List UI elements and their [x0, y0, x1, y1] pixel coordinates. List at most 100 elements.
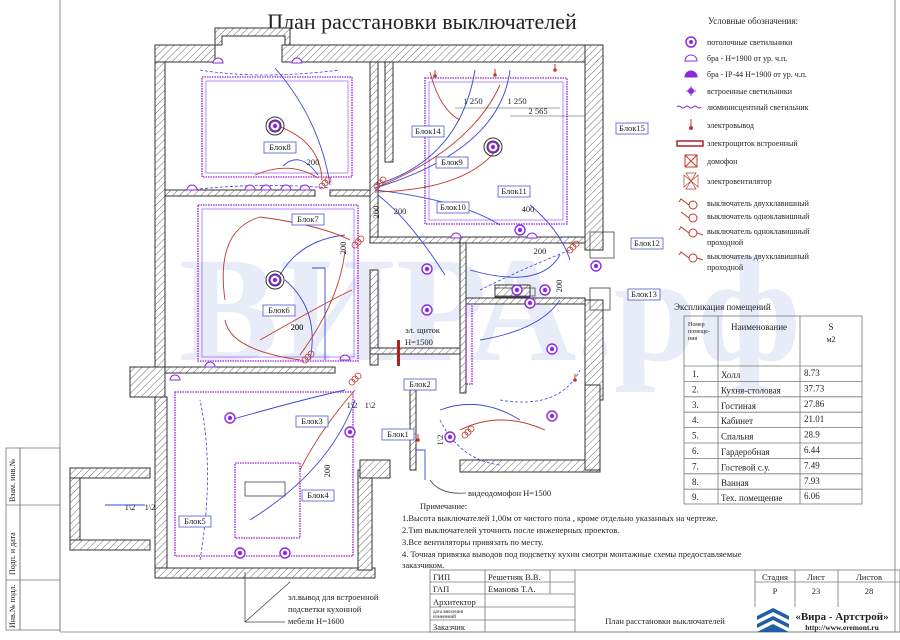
- wall-lamp-icon: [260, 184, 272, 191]
- wall-lamp-icon: [169, 374, 181, 381]
- recessed-lamp-icon: [686, 86, 696, 96]
- block-label: Блок1: [381, 428, 415, 441]
- dimension-label: 200: [291, 322, 304, 332]
- room-name: Кабинет: [721, 416, 753, 426]
- col-header-area-unit: м2: [826, 335, 835, 344]
- ceiling-lamp-icon: [685, 36, 697, 48]
- legend-item: электрощиток встроенный: [676, 139, 798, 148]
- sheet-title: План расстановки выключателей: [605, 616, 725, 626]
- fan-icon: [683, 172, 699, 190]
- switch-group-icon[interactable]: [566, 240, 580, 254]
- built-in-panel-icon: [676, 140, 704, 147]
- company-url[interactable]: http://www.eremont.ru: [805, 623, 879, 632]
- panel-height-label: H=1500: [405, 337, 433, 347]
- block-label: Блок8: [263, 141, 297, 154]
- legend-label-2: проходной: [707, 263, 744, 272]
- notes-title: Примечание:: [420, 501, 467, 511]
- block-label: Блок13: [627, 288, 661, 301]
- built-in-panel: [397, 340, 400, 366]
- col-header-number-2: помеще-: [688, 329, 710, 335]
- block-label-text: Блок2: [409, 379, 431, 389]
- legend-label: бра - H=1900 от ур. ч.п.: [707, 54, 787, 63]
- sheets-value: 28: [865, 586, 874, 596]
- dimension-label: 1\2: [365, 400, 376, 410]
- room-name: Ванная: [721, 478, 749, 488]
- notes: Примечание: 1.Высота выключателей 1,00м …: [402, 501, 742, 570]
- block-label-text: Блок11: [501, 186, 527, 196]
- page-title: План расстановки выключателей: [267, 9, 577, 34]
- block-label: Блок9: [435, 156, 469, 169]
- room-area: 27.86: [804, 399, 825, 409]
- room-area: 21.01: [804, 414, 824, 424]
- room-name: Спальня: [721, 432, 753, 442]
- kitchen-note-line1: эл.вывод для встроенной: [288, 592, 379, 602]
- ceiling-lamp-icon: [269, 120, 281, 132]
- sheet-value: 23: [812, 586, 821, 596]
- ceiling-lamp-icon: [546, 343, 558, 355]
- legend-label: встроенные светильники: [707, 87, 793, 96]
- dimension-label: 1 250: [463, 96, 482, 106]
- fluorescent-lamp-icon: [676, 105, 702, 109]
- note-item: 4. Точная привязка выводов под подсветку…: [402, 549, 742, 559]
- ceiling-lamp-icon: [590, 260, 602, 272]
- block-label-text: Блок13: [631, 289, 657, 299]
- dimension-label: 1\2: [435, 435, 445, 446]
- ceiling-lamp-icon: [514, 224, 526, 236]
- room-name: Гостевой с.у.: [721, 462, 770, 472]
- dimension-label: 200: [338, 242, 348, 255]
- wall-lamp-icon: [684, 54, 698, 62]
- block-label-text: Блок14: [415, 126, 442, 136]
- dimension-line: [455, 107, 585, 117]
- legend-item: выключатель двухклавишный: [678, 198, 810, 210]
- room-number: 8.: [692, 477, 699, 487]
- block-label: Блок3: [295, 415, 329, 428]
- switch-group-icon[interactable]: [318, 176, 332, 190]
- block-label-text: Блок7: [297, 214, 319, 224]
- room-area: 8.73: [804, 368, 820, 378]
- company-logo: [757, 608, 789, 632]
- single-switch-icon: [680, 211, 698, 223]
- stage-value: Р: [773, 586, 778, 596]
- block-label-text: Блок4: [307, 490, 329, 500]
- gap-role: ГАП: [433, 584, 449, 594]
- side-stamp: Взам. инв.№ Подп. и дата Инв.№ подл.: [5, 447, 61, 631]
- legend-label: люминисцентный светильник: [707, 103, 809, 112]
- room-area: 37.73: [804, 383, 825, 393]
- room-number: 9.: [692, 492, 699, 502]
- dimension-label: 200: [291, 322, 304, 332]
- intercom-icon: [684, 154, 698, 168]
- legend: Условные обозначения: потолочные светиль…: [676, 16, 810, 272]
- gip-role: ГИП: [433, 572, 450, 582]
- title-block: ГИП Решетняк В.В. ГАП Еманова Т.А. Архит…: [429, 569, 900, 633]
- switch-group-icon[interactable]: [373, 176, 387, 190]
- switch-group-icon[interactable]: [348, 372, 362, 386]
- room-number: 2.: [692, 384, 699, 394]
- legend-item: потолочные светильники: [685, 36, 793, 48]
- room-number: 1.: [692, 369, 699, 379]
- legend-label: выключатель одноклавишный: [707, 227, 810, 236]
- legend-item: бра - IP-44 H=1900 от ур. ч.п.: [684, 70, 807, 79]
- legend-label: электрощиток встроенный: [707, 139, 798, 148]
- ceiling-lamp-icon: [511, 284, 523, 296]
- block-label: Блок2: [403, 378, 437, 391]
- room-area: 28.9: [804, 430, 820, 440]
- legend-item: встроенные светильники: [686, 86, 793, 96]
- ceiling-lamp-icon: [279, 547, 291, 559]
- block-label-text: Блок10: [440, 202, 466, 212]
- switch-group-icon[interactable]: [351, 235, 365, 249]
- explication-table: Экспликация помещений Номерпомеще-нияНаи…: [674, 302, 863, 505]
- gip-name: Решетняк В.В.: [488, 572, 541, 582]
- note-item: 3.Все вентиляторы привязать по месту.: [402, 537, 543, 547]
- switch-group-icon[interactable]: [461, 425, 475, 439]
- block-label: Блок5: [178, 515, 212, 528]
- col-header-area: S: [828, 322, 833, 332]
- block-label-text: Блок5: [184, 516, 206, 526]
- switch-group-icon[interactable]: [301, 350, 315, 364]
- dimension-label: 200: [394, 206, 407, 216]
- legend-label-2: проходной: [707, 238, 744, 247]
- explication-title: Экспликация помещений: [674, 302, 771, 312]
